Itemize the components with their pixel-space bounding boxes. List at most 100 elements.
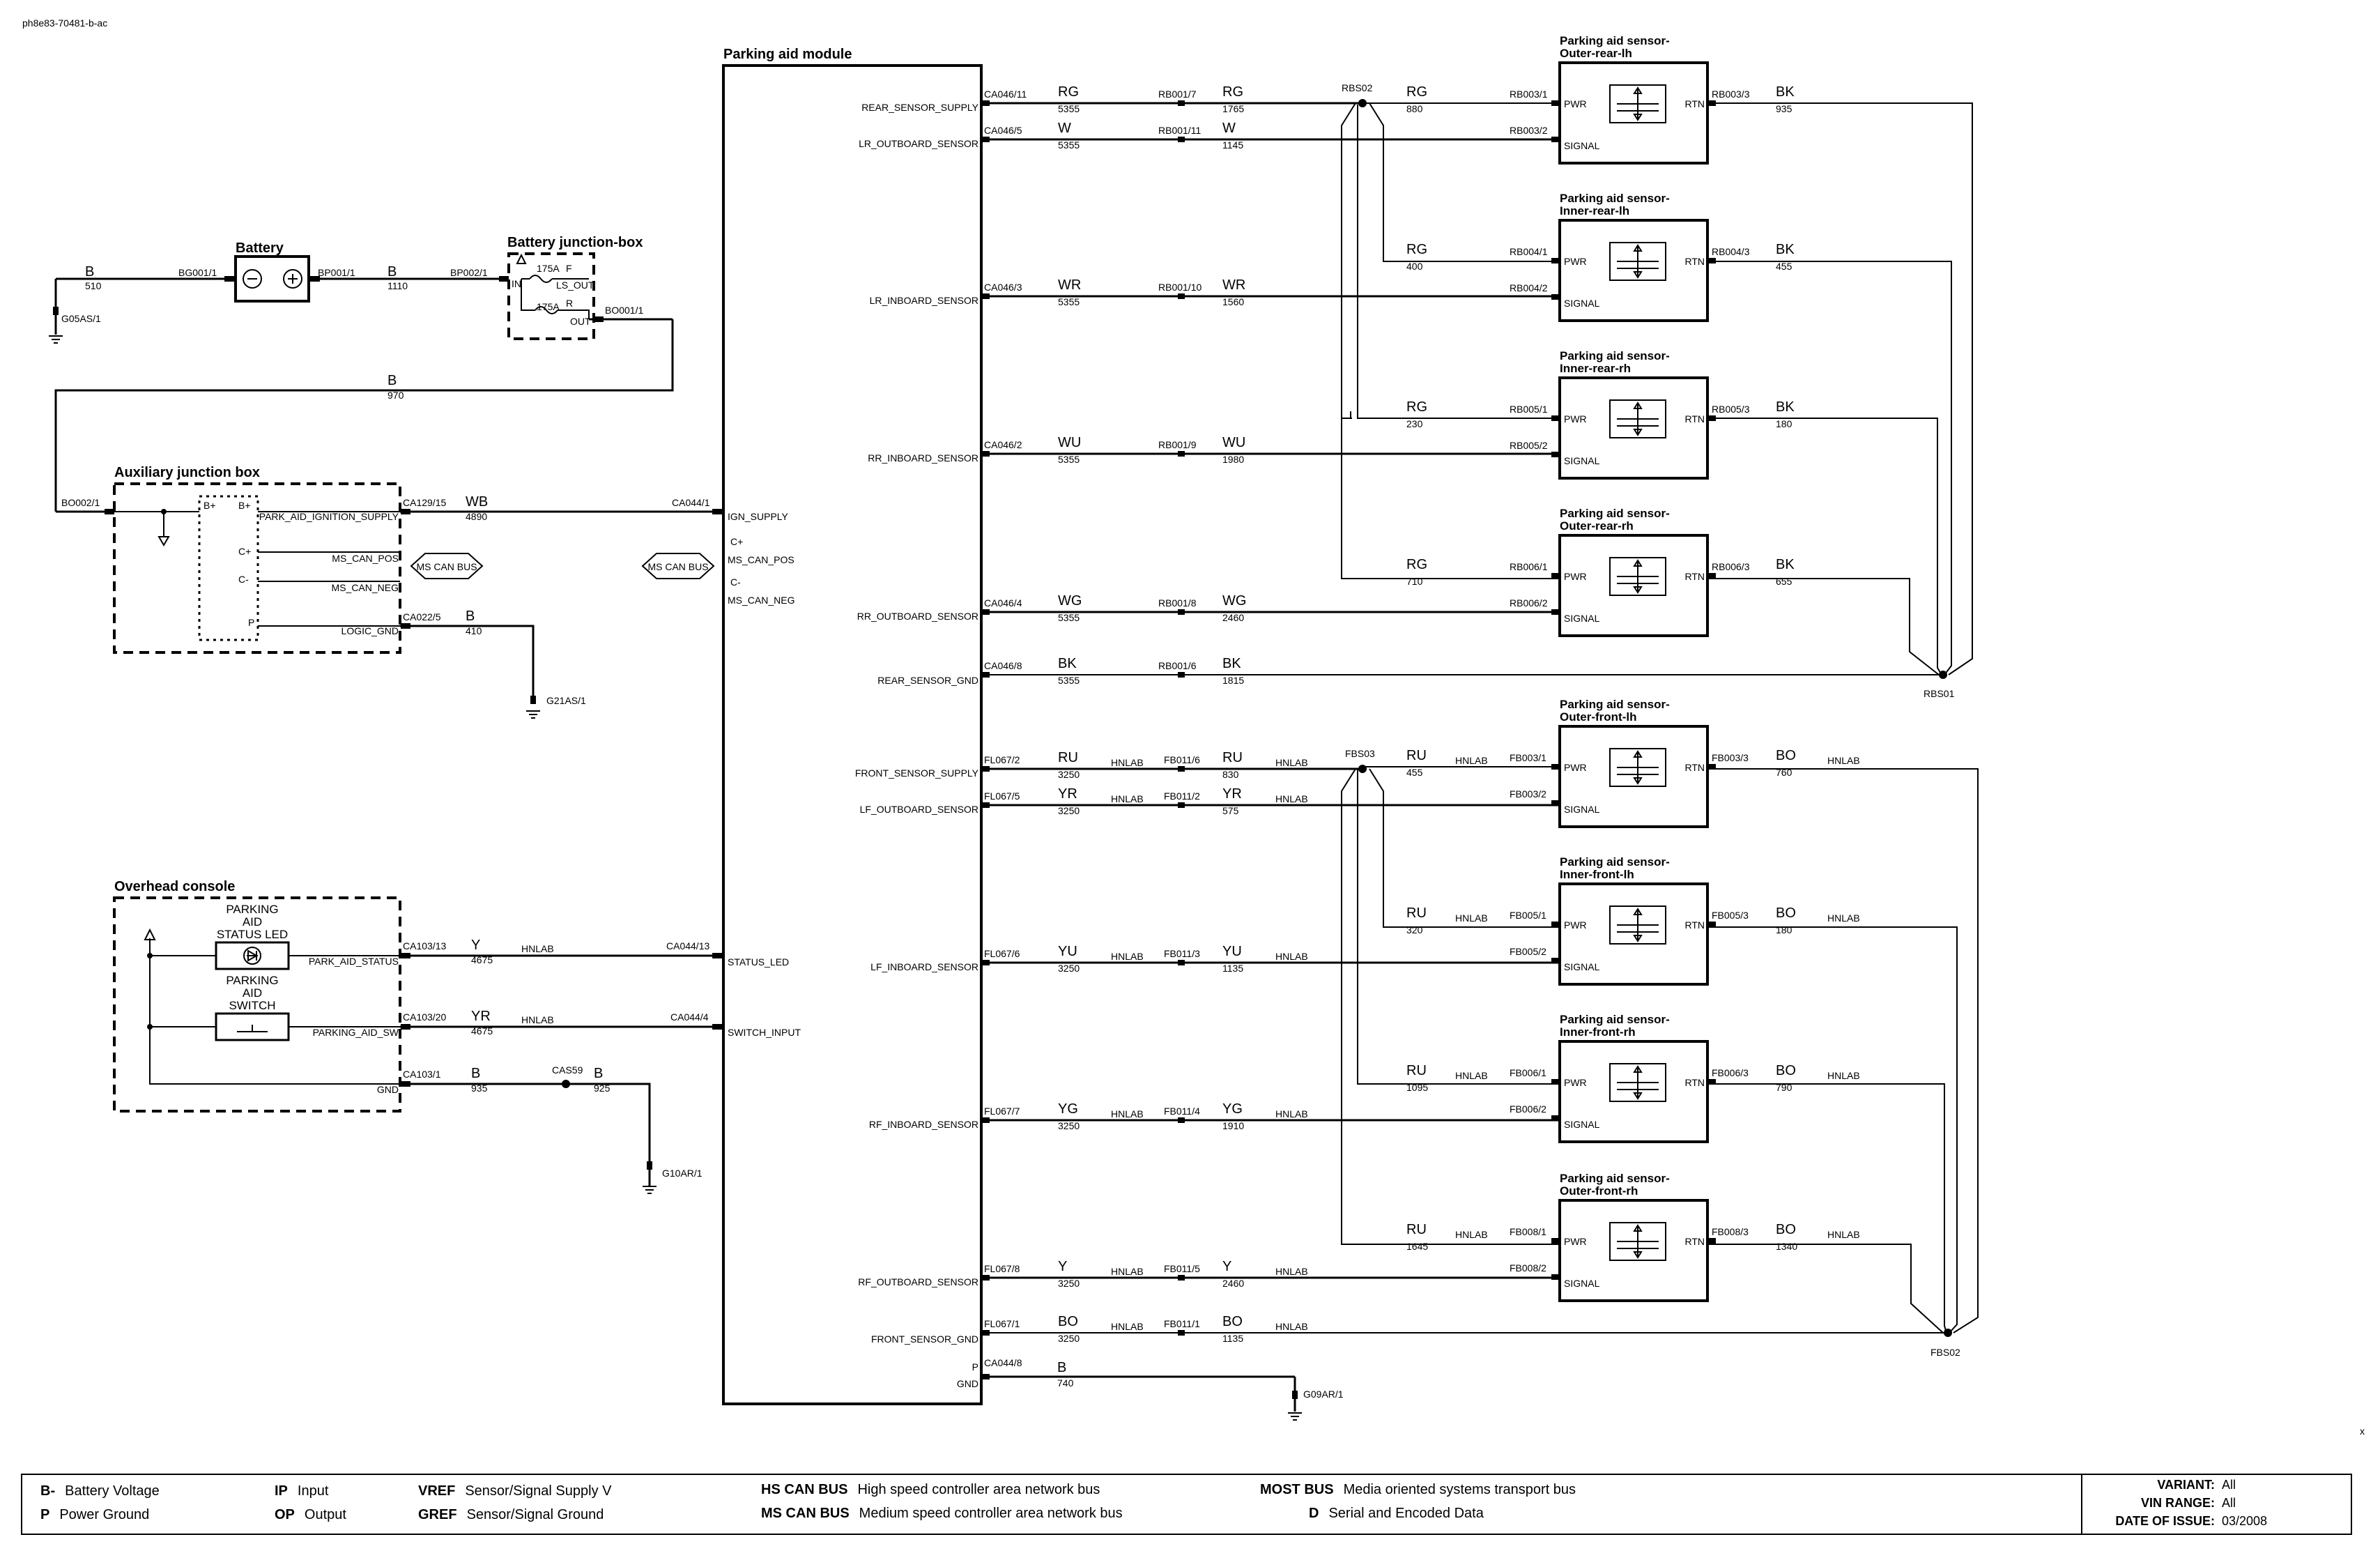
connector-mark (981, 1117, 990, 1123)
sensor-pin-signal: SIGNAL (1564, 804, 1600, 815)
wire-hnlab-label-2: HNLAB (1275, 1108, 1308, 1119)
ajb-gnd-color: B (466, 609, 475, 624)
sensor-title-2: Outer-rear-rh (1560, 519, 1634, 533)
inline-connector-mark (1178, 802, 1185, 808)
rtn-connector-mark (1707, 922, 1716, 927)
fbs03-to-inner-front-lh (1369, 768, 1560, 928)
signal-connector-mark (1551, 1115, 1560, 1121)
module-switch-conn: CA044/4 (670, 1011, 709, 1023)
signal-connector-label: FB006/2 (1510, 1103, 1546, 1115)
connector-mark (981, 137, 990, 142)
connector-mark (981, 609, 990, 615)
wire-hnlab-label-2: HNLAB (1275, 1321, 1308, 1332)
led-icon (243, 947, 261, 965)
sensor-box (1558, 1199, 1709, 1302)
can-bus-arrow-right: MS CAN BUS (641, 553, 715, 579)
overhead-console: Overhead console PARKING AID STATUS LED … (113, 879, 723, 1194)
wire-color-label: WR (1058, 277, 1081, 293)
document-id: ph8e83-70481-b-ac (22, 17, 107, 29)
wire-circuit-label: 3250 (1058, 769, 1080, 780)
wire-hnlab-label: HNLAB (1111, 1321, 1144, 1332)
pwr-connector-mark (1551, 1238, 1560, 1244)
pwr-connector-label: FB003/1 (1510, 752, 1546, 763)
rtn-wire-color: BK (1776, 557, 1795, 572)
rtn-connector-mark (1707, 1079, 1716, 1085)
pin-cminus: C- (730, 576, 741, 588)
wire-circuit-label: 3250 (1058, 963, 1080, 974)
fbs03-to-outer-front-rh (1341, 768, 1560, 1245)
fbs02-from-inner-front-lh (1707, 926, 1958, 1333)
console-pin-gnd: GND (377, 1084, 399, 1095)
wire-color-label-2: BK (1222, 656, 1241, 671)
fuse-2-icon (535, 306, 558, 314)
sensor-title-2: Inner-front-lh (1560, 868, 1634, 881)
console-gnd-circuit: 935 (471, 1083, 488, 1094)
wire-color-label-2: Y (1222, 1259, 1231, 1274)
wire-inline-label: FB011/1 (1164, 1318, 1200, 1329)
sensor-pin-signal: SIGNAL (1564, 140, 1600, 151)
splice-rbs01-label: RBS01 (1924, 688, 1955, 699)
rtn-wire-circuit: 935 (1776, 103, 1792, 114)
pin-front-sensor-supply: FRONT_SENSOR_SUPPLY (855, 767, 979, 779)
sensor-pin-rtn: RTN (1684, 919, 1705, 931)
wire-connector-label: FL067/7 (984, 1106, 1020, 1117)
wire-color-label: BO (1058, 1314, 1078, 1329)
pwr-wire-circuit: 880 (1406, 103, 1423, 114)
module-title: Parking aid module (723, 47, 852, 62)
rbs02-branch-b (1369, 102, 1560, 262)
rtn-wire-circuit: 455 (1776, 261, 1792, 272)
wire-hnlab-label: HNLAB (1111, 1108, 1144, 1119)
sensor-title-1: Parking aid sensor- (1560, 507, 1670, 520)
bjb-feed-wire-color: B (387, 373, 397, 388)
pwr-wire-color: RU (1406, 748, 1427, 763)
pwr-connector-label: FB008/1 (1510, 1226, 1546, 1237)
inline-connector-mark (1178, 1275, 1185, 1281)
console-ground-label: G10AR/1 (662, 1168, 703, 1179)
variant-panel: VARIANT:All VIN RANGE:All DATE OF ISSUE:… (2081, 1475, 2351, 1534)
sensor-title-1: Parking aid sensor- (1560, 192, 1670, 205)
pwr-wire-circuit: 400 (1406, 261, 1423, 272)
wire-color-label-2: BO (1222, 1314, 1243, 1329)
wire-hnlab-label: HNLAB (1111, 951, 1144, 962)
bjb-feed-wire (54, 319, 674, 505)
ajb-inner-box (198, 495, 259, 641)
module-ign-conn: CA044/1 (672, 497, 710, 508)
sensor-box (1558, 882, 1709, 986)
sensor-icon (1609, 557, 1666, 596)
pwr-wire-color: RG (1406, 242, 1427, 257)
sensor-box (1558, 61, 1709, 165)
wire-circuit-label-2: 2460 (1222, 1278, 1244, 1289)
sensor-icon (1609, 242, 1666, 281)
pin-rr-inboard: RR_INBOARD_SENSOR (868, 452, 978, 464)
console-status-circuit: 4675 (471, 954, 493, 965)
led-label-1: PARKING (226, 903, 278, 916)
pin-rr-outboard: RR_OUTBOARD_SENSOR (857, 611, 978, 622)
sensor-title-2: Inner-rear-rh (1560, 362, 1631, 375)
inline-connector-mark (1178, 609, 1185, 615)
gnd-color: B (1057, 1360, 1066, 1375)
bjb-in-label: IN (512, 278, 521, 289)
battery-title: Battery (236, 240, 284, 256)
wire-hnlab-label-2: HNLAB (1275, 757, 1308, 768)
pwr-hnlab-label: HNLAB (1455, 1070, 1488, 1081)
pin-rf-inboard: RF_INBOARD_SENSOR (869, 1119, 978, 1130)
sensor-title-2: Inner-rear-lh (1560, 204, 1629, 217)
splice-rbs02-label: RBS02 (1342, 82, 1373, 93)
pwr-hnlab-label: HNLAB (1455, 912, 1488, 924)
sensor-title-1: Parking aid sensor- (1560, 1013, 1670, 1026)
console-switch-color: YR (471, 1009, 491, 1024)
wire-color-label: YG (1058, 1101, 1078, 1117)
variant-row: VARIANT:All (2157, 1478, 2236, 1492)
can-bus-arrow-left: MS CAN BUS (410, 553, 484, 579)
console-title: Overhead console (114, 879, 235, 894)
sensor-icon (1609, 1222, 1666, 1261)
pin-rf-outboard: RF_OUTBOARD_SENSOR (858, 1276, 978, 1287)
fbs02-from-outer-front-lh (1707, 768, 1979, 1333)
sensor-icon (1609, 905, 1666, 945)
can-bus-label-right: MS CAN BUS (647, 561, 708, 572)
parking-aid-sensor-7: Parking aid sensor-Inner-front-rhPWRSIGN… (1406, 1013, 1860, 1143)
